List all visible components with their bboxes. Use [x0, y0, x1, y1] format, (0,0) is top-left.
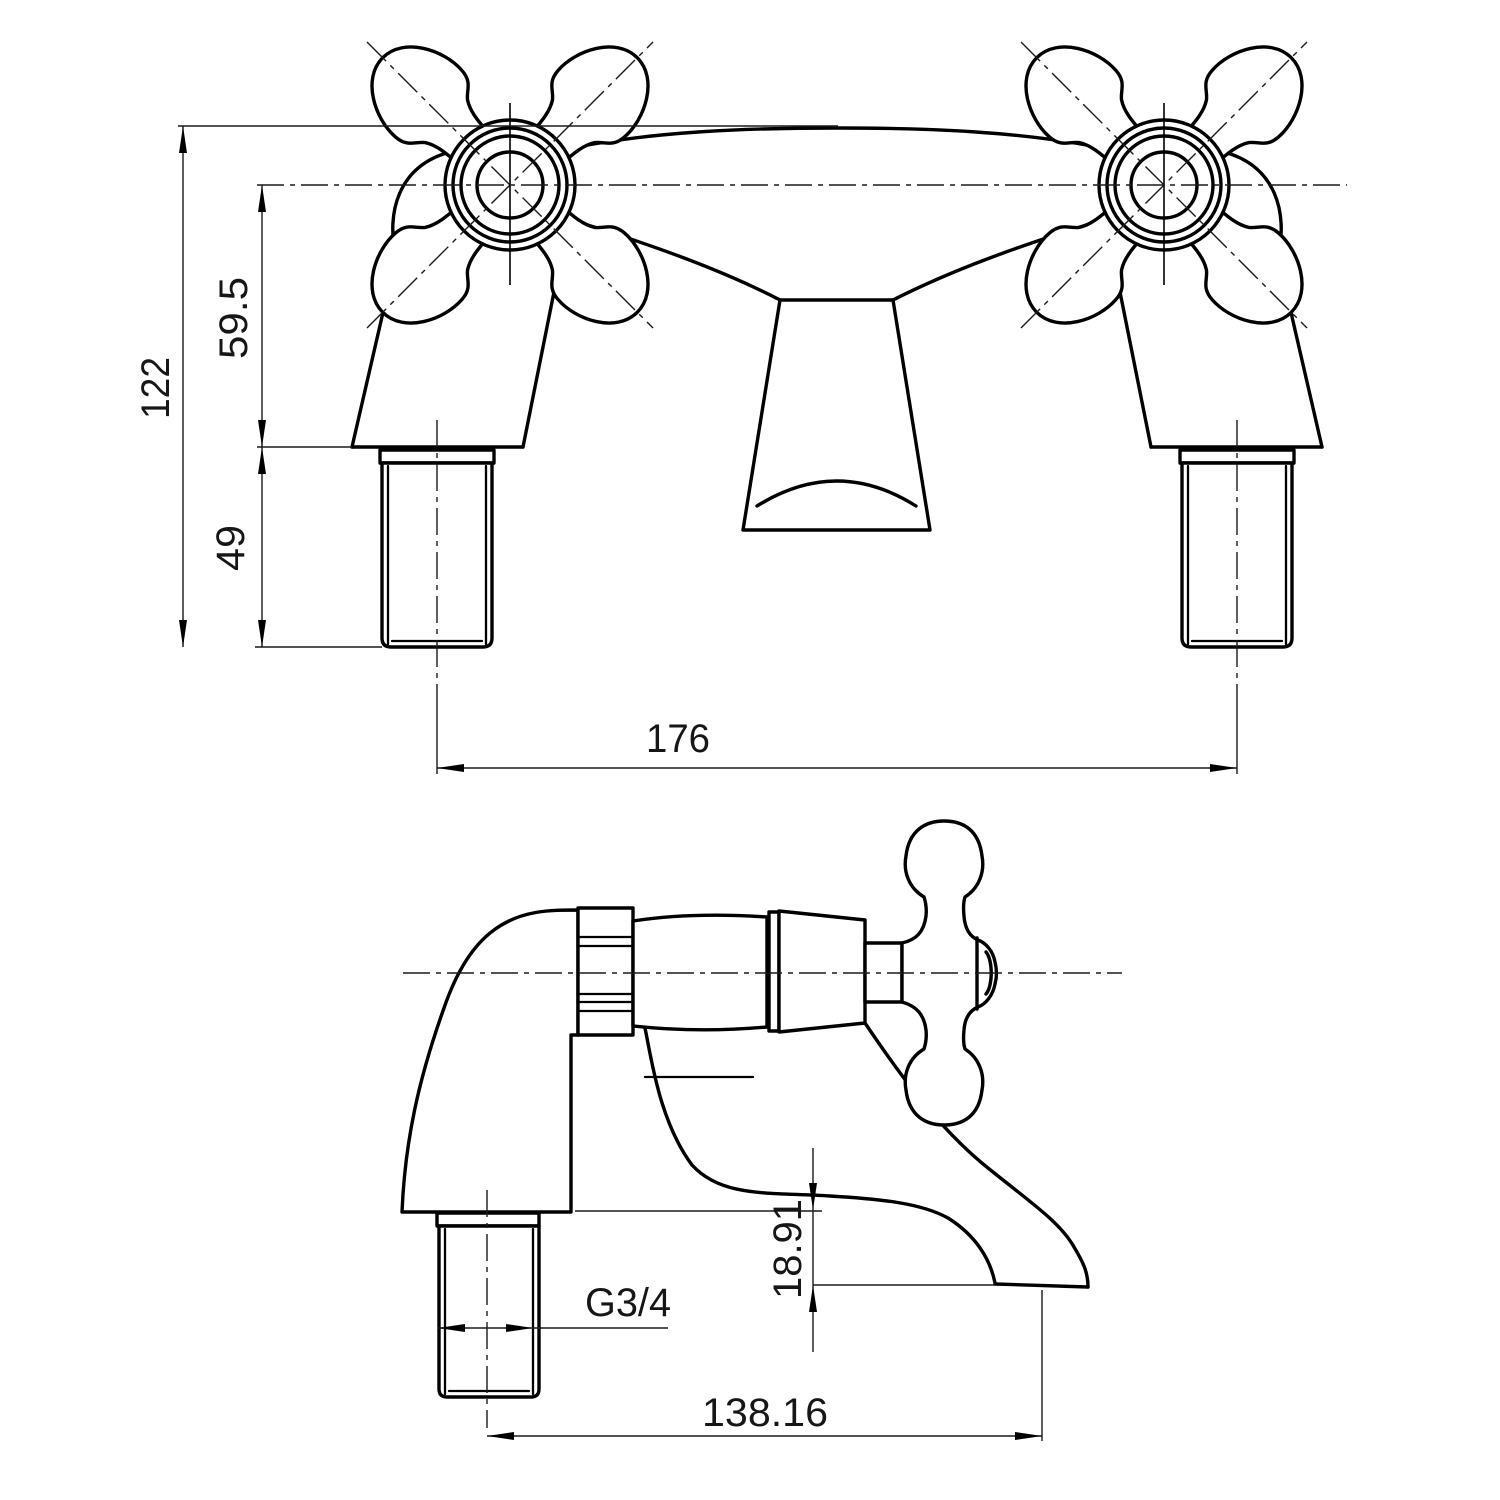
front-dimensions: 122 59.5 49 176: [134, 125, 1238, 774]
side-spout: [643, 1021, 1090, 1289]
arrowhead: [179, 620, 187, 647]
extension-lines: [178, 125, 1238, 774]
side-shank: [435, 1211, 541, 1399]
shoulder-creases: [576, 220, 1098, 302]
arrowhead: [438, 1324, 465, 1332]
arrowhead: [258, 620, 266, 647]
front-view: 122 59.5 49 176: [134, 22, 1347, 774]
arrowhead: [258, 447, 266, 474]
dim-shank-length-label: 49: [209, 525, 253, 571]
side-view: 18.91 G3/4 138.16: [400, 819, 1122, 1441]
arrowhead: [506, 1324, 533, 1332]
dim-spout-drop-label: 18.91: [766, 1199, 810, 1299]
bonnet-block: [777, 909, 867, 1034]
shank-body: [437, 1224, 541, 1399]
dim-inlet-centres-label: 176: [646, 717, 710, 761]
side-dimensions: 18.91 G3/4 138.16: [438, 1148, 1043, 1441]
dim-thread-size-label: G3/4: [585, 1281, 671, 1325]
arrowhead: [809, 1183, 817, 1210]
dim-centre-to-base-label: 59.5: [212, 277, 256, 359]
arrowhead: [1015, 1432, 1042, 1440]
knurled-nut: [576, 906, 635, 1037]
shank-collar: [435, 1211, 541, 1228]
spout-mouth: [993, 1282, 1090, 1289]
arrowhead: [1210, 764, 1237, 772]
dim-overall-height-label: 122: [134, 357, 178, 419]
arrowhead: [437, 764, 464, 772]
shank-thread-lines: [443, 1227, 535, 1396]
arrowhead: [809, 1285, 817, 1312]
body-dome: [400, 908, 580, 1214]
spout-arc: [755, 479, 918, 508]
arrowhead: [487, 1432, 514, 1440]
arrowhead: [179, 126, 187, 153]
extension-lines: [575, 1210, 1043, 1441]
arrowhead: [258, 185, 266, 212]
arrowhead: [258, 420, 266, 447]
spout-under-edge: [643, 1026, 997, 1285]
side-centerlines: [403, 972, 1122, 1428]
front-centerlines: [257, 184, 1347, 705]
dim-spout-reach-label: 138.16: [702, 1391, 828, 1435]
knurl-ridges: [576, 935, 635, 1013]
spout-cone: [741, 298, 932, 532]
